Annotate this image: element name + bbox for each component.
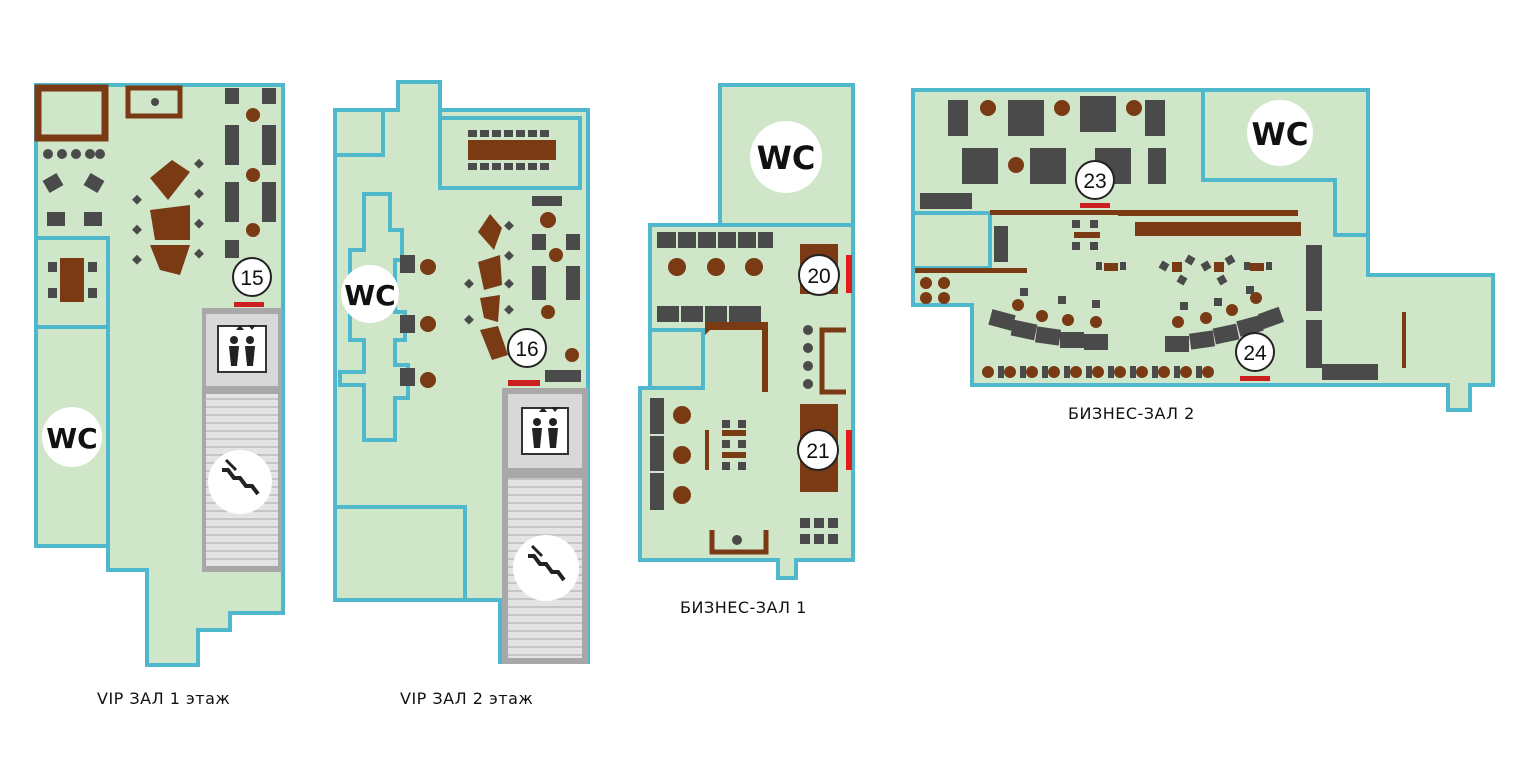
elevator-icon [217,325,267,373]
stairs-icon [208,450,272,514]
gate-24-label: 24 [1243,342,1267,365]
gate-15-label: 15 [240,267,263,290]
business-hall-2-caption: БИЗНЕС-ЗАЛ 2 [1068,404,1195,423]
business-hall-1: 20 21 WC [638,83,855,580]
gate-16-label: 16 [515,338,538,361]
wc-label: WC [1252,117,1309,153]
wc-label: WC [46,422,97,455]
vip-hall-floor-1-caption: VIP ЗАЛ 1 этаж [97,689,231,708]
business-hall-2: 23 24 WC [911,88,1495,412]
business-hall-1-caption: БИЗНЕС-ЗАЛ 1 [680,598,807,617]
wc-label: WC [344,279,395,312]
elevator-icon [521,407,569,455]
gate-21-label: 21 [806,440,829,463]
stairs-icon [513,535,579,601]
vip-hall-floor-2-caption: VIP ЗАЛ 2 этаж [400,689,534,708]
vip-hall-floor-2: 16 WC [333,80,590,664]
gate-23-label: 23 [1083,170,1106,193]
wc-label: WC [757,139,816,177]
vip-hall-floor-1: 15 WC [34,83,285,667]
gate-20-label: 20 [807,265,830,288]
